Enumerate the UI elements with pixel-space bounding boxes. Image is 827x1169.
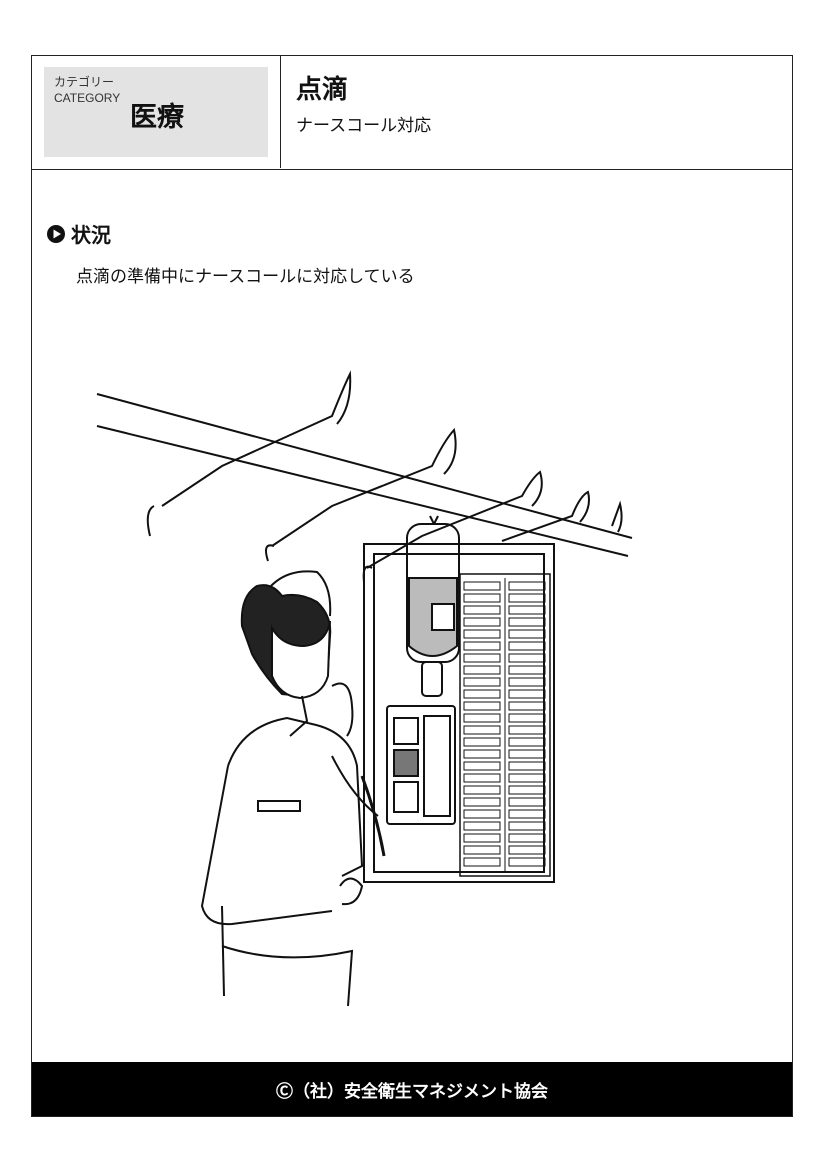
page-title: 点滴 [296, 75, 349, 105]
category-box: カテゴリー CATEGORY 医療 [32, 56, 281, 168]
iv-rail [96, 370, 633, 583]
iv-bag [406, 515, 460, 697]
category-value: 医療 [130, 102, 184, 133]
play-circle-icon [47, 224, 65, 243]
page-subtitle: ナースコール対応 [296, 115, 432, 136]
section-heading: 状況 [46, 219, 415, 248]
document-sheet: カテゴリー CATEGORY 医療 点滴 ナースコール対応 状況 点滴の準備中に… [31, 55, 793, 1117]
situation-section: 状況 点滴の準備中にナースコールに対応している [46, 219, 415, 287]
panel-switch-rows [463, 581, 546, 867]
section-title: 状況 [71, 223, 111, 247]
header: カテゴリー CATEGORY 医療 点滴 ナースコール対応 [32, 56, 792, 170]
category-label-en: CATEGORY [54, 91, 121, 105]
copyright-text: Ⓒ（社）安全衛生マネジメント協会 [276, 1081, 548, 1102]
nurse-call-illustration [96, 370, 633, 1007]
section-description: 点滴の準備中にナースコールに対応している [76, 267, 415, 287]
category-label-ja: カテゴリー [54, 75, 115, 89]
nurse-call-panel [363, 543, 555, 883]
footer: Ⓒ（社）安全衛生マネジメント協会 [32, 1062, 792, 1116]
category-panel: カテゴリー CATEGORY 医療 [44, 67, 268, 157]
title-block: 点滴 ナースコール対応 [296, 76, 431, 136]
nurse-figure [200, 570, 386, 1007]
